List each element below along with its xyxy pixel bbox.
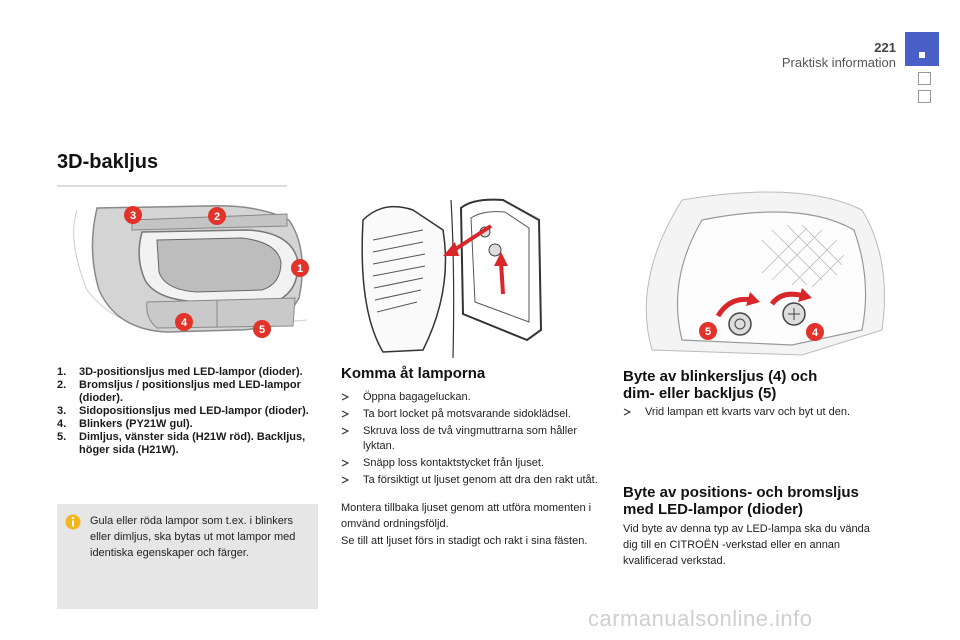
chapter-tab[interactable] — [918, 90, 931, 103]
item-text: Blinkers (PY21W gul). — [79, 418, 193, 430]
blinker-steps: Vrid lampan ett kvarts varv och byt ut d… — [623, 405, 898, 422]
callout-label: 5 — [705, 326, 711, 338]
bullet-arrow-icon — [623, 408, 631, 416]
item-text: 3D-positionsljus med LED-lampor (dioder)… — [79, 366, 303, 378]
callout-label: 5 — [259, 324, 265, 336]
item-number: 4. — [57, 418, 67, 430]
list-item: 5. Dimljus, vänster sida (H21W röd). Back… — [57, 431, 317, 457]
access-paragraph: Se till att ljuset förs in stadigt och r… — [341, 535, 588, 547]
list-item: Skruva loss de två vingmuttrarna som hål… — [341, 424, 603, 454]
callout-label: 4 — [812, 327, 819, 339]
callout-label: 4 — [181, 317, 188, 329]
list-item: Öppna bagageluckan. — [341, 390, 603, 405]
position-brake-text: Vid byte av denna typ av LED-lampa ska d… — [623, 523, 870, 567]
lamp-list: 1. 3D-positionsljus med LED-lampor (diode… — [57, 366, 317, 457]
chapter-tab[interactable] — [918, 72, 931, 85]
bullet-arrow-icon — [341, 427, 349, 435]
list-item: 1. 3D-positionsljus med LED-lampor (diode… — [57, 366, 317, 379]
rear-lamp-illustration: 3 2 1 4 5 — [57, 185, 309, 338]
bullet-arrow-icon — [341, 476, 349, 484]
section-title: 3D-bakljus — [57, 151, 159, 173]
list-item: Ta bort locket på motsvarande sidoklädse… — [341, 407, 603, 422]
item-number: 5. — [57, 431, 67, 443]
access-illustration — [361, 198, 543, 358]
list-item: 4. Blinkers (PY21W gul). — [57, 418, 317, 431]
chapter-title: Praktisk information — [781, 55, 896, 70]
watermark: carmanualsonline.info — [588, 606, 813, 631]
item-number: 1. — [57, 366, 67, 378]
position-brake-title: Byte av positions- och bromsljus med LED… — [623, 484, 859, 518]
callout-label: 1 — [297, 263, 303, 275]
bullet-arrow-icon — [341, 393, 349, 401]
access-paragraph: Montera tillbaka ljuset genom att utföra… — [341, 502, 592, 530]
item-number: 3. — [57, 405, 67, 417]
item-text: Dimljus, vänster sida (H21W röd). Backlj… — [79, 431, 306, 456]
list-item: 3. Sidopositionsljus med LED-lampor (diod… — [57, 405, 317, 418]
chapter-tab-active[interactable] — [905, 32, 939, 66]
list-item: Snäpp loss kontaktstycket från ljuset. — [341, 456, 603, 471]
note-text: Gula eller röda lampor som t.ex. i blink… — [90, 515, 296, 559]
step-text: Öppna bagageluckan. — [363, 391, 471, 403]
access-steps: Öppna bagageluckan. Ta bort locket på mo… — [341, 390, 603, 490]
step-text: Ta försiktigt ut ljuset genom att dra de… — [363, 474, 598, 486]
list-item: Ta försiktigt ut ljuset genom att dra de… — [341, 473, 603, 488]
bulb-replacement-illustration: 5 4 — [645, 191, 885, 356]
callout-label: 3 — [130, 210, 136, 222]
callouts: 3 2 1 4 5 — [124, 206, 309, 338]
tab-dot-icon — [919, 52, 925, 58]
step-text: Vrid lampan ett kvarts varv och byt ut d… — [645, 406, 851, 418]
page-number: 221 — [874, 40, 896, 55]
list-item: Vrid lampan ett kvarts varv och byt ut d… — [623, 405, 898, 420]
access-title: Komma åt lamporna — [341, 365, 486, 382]
bullet-arrow-icon — [341, 410, 349, 418]
list-item: 2. Bromsljus / positionsljus med LED-lamp… — [57, 379, 317, 405]
step-text: Snäpp loss kontaktstycket från ljuset. — [363, 457, 544, 469]
item-text: Sidopositionsljus med LED-lampor (dioder… — [79, 405, 309, 417]
item-text: Bromsljus / positionsljus med LED-lampor… — [79, 379, 301, 404]
bullet-arrow-icon — [341, 459, 349, 467]
callout-label: 2 — [214, 211, 220, 223]
item-number: 2. — [57, 379, 67, 391]
info-icon — [65, 514, 81, 530]
step-text: Ta bort locket på motsvarande sidoklädse… — [363, 408, 571, 420]
note-box: Gula eller röda lampor som t.ex. i blink… — [57, 504, 318, 609]
blinker-title: Byte av blinkersljus (4) och dim- eller … — [623, 368, 818, 402]
step-text: Skruva loss de två vingmuttrarna som hål… — [363, 425, 577, 452]
